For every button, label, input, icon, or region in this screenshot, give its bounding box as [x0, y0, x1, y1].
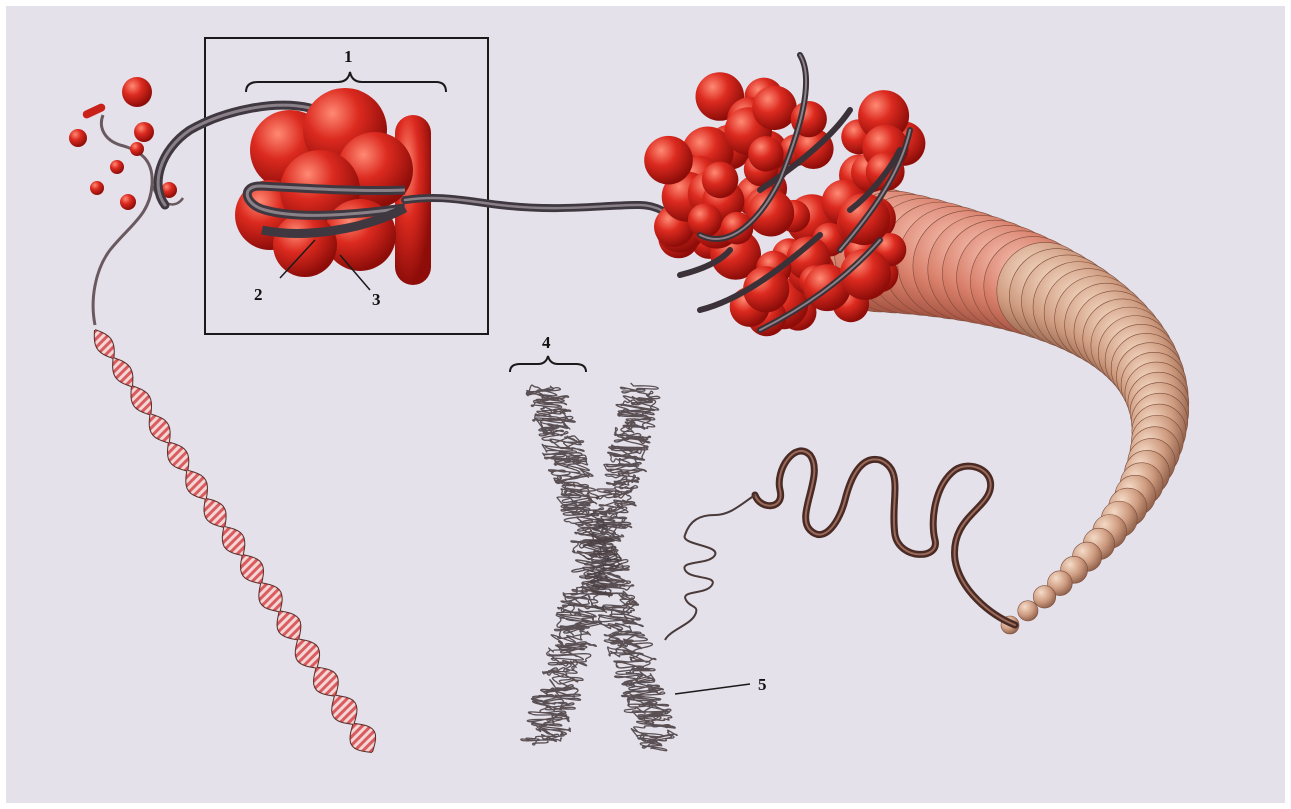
label-4: 4 [542, 333, 551, 352]
label-2: 2 [254, 285, 263, 304]
label-3: 3 [372, 290, 381, 309]
label-5: 5 [758, 675, 767, 694]
label-1: 1 [344, 47, 353, 66]
